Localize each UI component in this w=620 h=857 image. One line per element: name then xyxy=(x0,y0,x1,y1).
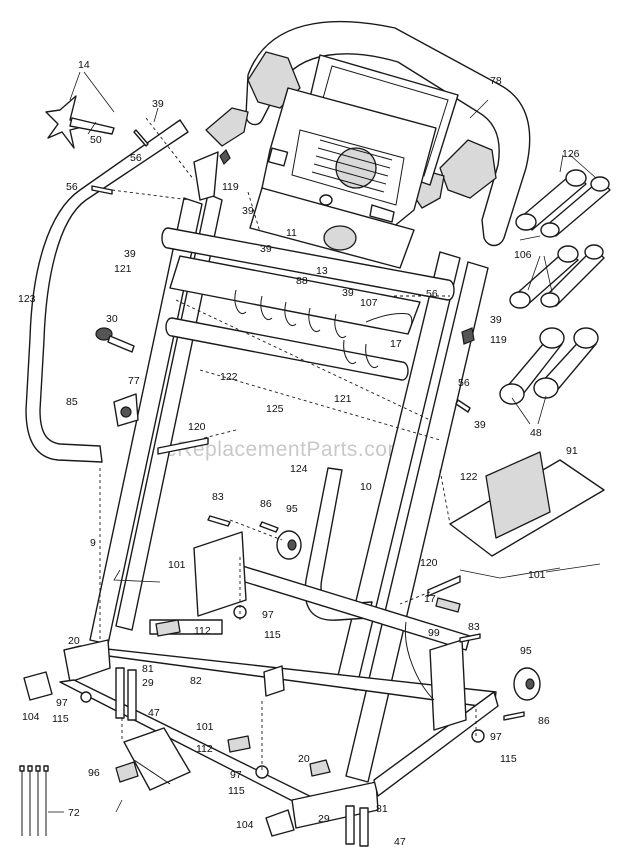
left-upright-9 xyxy=(89,193,223,645)
hardware xyxy=(80,129,525,847)
callout-101: 101 xyxy=(528,569,546,581)
callout-10: 10 xyxy=(360,481,372,493)
callout-82: 82 xyxy=(190,675,202,687)
callout-115: 115 xyxy=(500,753,517,765)
callout-95: 95 xyxy=(520,645,532,657)
callout-30: 30 xyxy=(106,313,118,325)
callout-78: 78 xyxy=(490,75,502,87)
callout-121: 121 xyxy=(334,393,352,405)
callout-99: 99 xyxy=(428,627,440,639)
callout-85: 85 xyxy=(66,396,78,408)
callout-122: 122 xyxy=(220,371,238,383)
dumbbells xyxy=(499,169,611,405)
callout-14: 14 xyxy=(78,59,90,71)
callout-104: 104 xyxy=(22,711,40,723)
callout-29: 29 xyxy=(142,677,154,689)
callout-17: 17 xyxy=(390,338,402,350)
callout-119: 119 xyxy=(490,334,507,346)
assembly-lines xyxy=(99,117,477,770)
callout-39: 39 xyxy=(474,419,486,431)
callout-101: 101 xyxy=(168,559,186,571)
callout-56: 56 xyxy=(66,181,78,193)
callout-39: 39 xyxy=(242,205,254,217)
callout-97: 97 xyxy=(490,731,502,743)
callout-96: 96 xyxy=(88,767,100,779)
callout-77: 77 xyxy=(128,375,140,387)
callout-123: 123 xyxy=(18,293,36,305)
callout-11: 11 xyxy=(286,227,297,239)
callout-95: 95 xyxy=(286,503,298,515)
cable-ties-72 xyxy=(19,765,49,836)
callout-121: 121 xyxy=(114,263,132,275)
wheels-95 xyxy=(276,530,541,701)
callout-104: 104 xyxy=(236,819,254,831)
callout-97: 97 xyxy=(262,609,274,621)
callout-29: 29 xyxy=(318,813,330,825)
callout-120: 120 xyxy=(420,557,438,569)
callout-115: 115 xyxy=(52,713,69,725)
callout-48: 48 xyxy=(530,427,542,439)
callout-83: 83 xyxy=(212,491,224,503)
wire-harnesses xyxy=(365,313,461,701)
callout-115: 115 xyxy=(264,629,281,641)
console-assembly xyxy=(249,54,459,269)
crossbar-88 xyxy=(161,227,455,338)
callout-86: 86 xyxy=(260,498,272,510)
pulse-bracket-77 xyxy=(113,393,139,427)
callout-17: 17 xyxy=(424,593,436,605)
callout-97: 97 xyxy=(56,697,68,709)
callout-56: 56 xyxy=(458,377,470,389)
callout-81: 81 xyxy=(142,663,154,675)
leader-lines xyxy=(48,71,601,813)
callout-115: 115 xyxy=(228,785,245,797)
callout-39: 39 xyxy=(260,243,272,255)
callout-50: 50 xyxy=(90,134,102,146)
left-handrail-123 xyxy=(25,119,189,463)
knob-30 xyxy=(95,327,135,353)
callout-120: 120 xyxy=(188,421,206,433)
callout-126: 126 xyxy=(562,148,580,160)
callout-56: 56 xyxy=(130,152,142,164)
callout-91: 91 xyxy=(566,445,578,457)
fan-50 xyxy=(45,95,115,149)
foot-rails xyxy=(155,619,331,777)
motor-hood-91 xyxy=(449,451,605,557)
callout-81: 81 xyxy=(376,803,388,815)
callout-88: 88 xyxy=(296,275,308,287)
callout-72: 72 xyxy=(68,807,80,819)
crossbar-125 xyxy=(165,317,409,381)
bracket-96 xyxy=(115,727,191,791)
callout-125: 125 xyxy=(266,403,284,415)
callout-39: 39 xyxy=(124,248,136,260)
callout-39: 39 xyxy=(490,314,502,326)
callout-56: 56 xyxy=(426,288,438,300)
callout-13: 13 xyxy=(316,265,328,277)
callout-97: 97 xyxy=(230,769,242,781)
callout-119: 119 xyxy=(222,181,239,193)
callout-122: 122 xyxy=(460,471,478,483)
callout-107: 107 xyxy=(360,297,378,309)
callout-39: 39 xyxy=(152,98,164,110)
callout-47: 47 xyxy=(148,707,160,719)
callout-39: 39 xyxy=(342,287,354,299)
leveling-feet-104 xyxy=(23,671,295,837)
callout-83: 83 xyxy=(468,621,480,633)
callout-124: 124 xyxy=(290,463,308,475)
watermark-text: eReplacementParts.com xyxy=(165,438,405,461)
callout-20: 20 xyxy=(298,753,310,765)
callout-106: 106 xyxy=(514,249,532,261)
callout-112: 112 xyxy=(194,625,211,637)
callout-101: 101 xyxy=(196,721,214,733)
callout-47: 47 xyxy=(394,836,406,848)
callout-86: 86 xyxy=(538,715,550,727)
callout-9: 9 xyxy=(90,537,96,549)
callout-20: 20 xyxy=(68,635,80,647)
callout-112: 112 xyxy=(196,743,213,755)
